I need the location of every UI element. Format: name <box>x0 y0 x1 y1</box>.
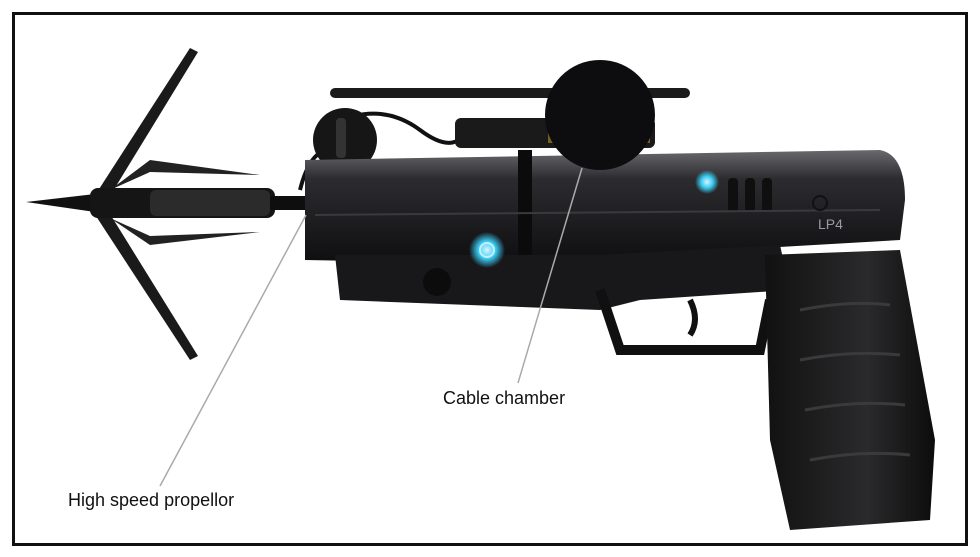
blue-light-icon <box>695 170 719 194</box>
cable-chamber-drum <box>545 60 655 170</box>
gun-marking: LP4 <box>818 216 843 232</box>
cable-chamber-leader-line <box>517 167 583 384</box>
gun-slide <box>305 150 905 265</box>
grappling-hook <box>26 48 310 360</box>
propellor-leader-line <box>159 214 307 487</box>
high-speed-propellor-label: High speed propellor <box>68 490 235 510</box>
blue-light-icon <box>469 232 505 268</box>
gun-grip <box>765 250 935 530</box>
cable-chamber-label: Cable chamber <box>443 388 566 408</box>
